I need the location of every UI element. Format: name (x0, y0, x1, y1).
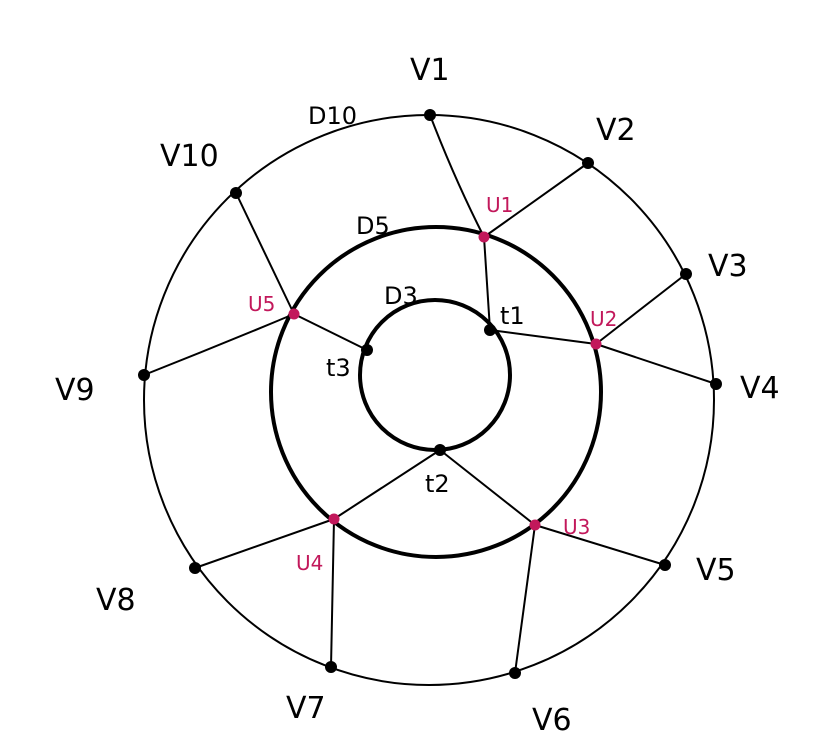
vertex-label-u3: U3 (563, 515, 590, 539)
vertex-label-v8: V8 (96, 583, 136, 618)
vertex-dot-v5 (659, 559, 671, 571)
vertex-label-v1: V1 (410, 53, 450, 88)
ring-label-outer: D10 (308, 102, 357, 130)
edge-u3-t2 (439, 449, 536, 526)
edge-v7-u4 (330, 518, 335, 668)
edge-u1-t1 (483, 236, 491, 331)
edge-v6-u3 (514, 524, 536, 674)
vertex-dot-v9 (138, 369, 150, 381)
edge-v4-u2 (595, 343, 717, 385)
edge-v8-u4 (194, 518, 335, 569)
ring-label-inner: D3 (384, 282, 418, 310)
edge-v3-u2 (595, 273, 687, 345)
vertex-dot-v8 (189, 562, 201, 574)
vertex-dot-u5 (288, 308, 300, 320)
vertex-dot-v2 (582, 157, 594, 169)
vertex-label-v10: V10 (160, 139, 219, 174)
edge-u2-t1 (489, 329, 597, 345)
vertex-dot-t2 (434, 444, 446, 456)
edge-u5-t3 (293, 313, 368, 351)
vertex-label-u1: U1 (486, 193, 513, 217)
vertex-label-t1: t1 (500, 302, 525, 330)
ring-label-middle: D5 (356, 212, 390, 240)
ring-outer (143, 114, 715, 686)
vertex-dots-layer (138, 109, 722, 679)
vertex-dot-u1 (478, 231, 490, 243)
vertex-dot-v1 (424, 109, 436, 121)
vertex-label-u5: U5 (248, 292, 275, 316)
vertex-label-u2: U2 (590, 307, 617, 331)
vertex-dot-v10 (230, 187, 242, 199)
vertex-dot-u4 (328, 513, 340, 525)
vertex-label-v2: V2 (596, 113, 636, 148)
vertex-dot-v6 (509, 667, 521, 679)
edge-v9-u5 (143, 313, 295, 376)
edge-v1-u1 (429, 114, 485, 238)
vertex-dot-v3 (680, 268, 692, 280)
vertex-label-t2: t2 (425, 470, 450, 498)
vertex-dot-v7 (325, 661, 337, 673)
edge-v2-u1 (483, 162, 589, 238)
vertex-dot-t3 (361, 344, 373, 356)
vertex-label-v9: V9 (55, 373, 95, 408)
vertex-dot-u2 (590, 338, 602, 350)
vertex-dot-t1 (484, 324, 496, 336)
vertex-dot-u3 (529, 519, 541, 531)
vertex-label-v3: V3 (708, 249, 748, 284)
edge-u4-t2 (333, 449, 441, 520)
edges-layer (143, 114, 717, 674)
edge-v10-u5 (235, 192, 295, 315)
ring-inner (358, 298, 512, 452)
vertex-label-v4: V4 (740, 371, 780, 406)
vertex-dot-v4 (710, 378, 722, 390)
vertex-label-v7: V7 (286, 691, 326, 726)
vertex-label-t3: t3 (326, 354, 351, 382)
edge-v5-u3 (534, 524, 666, 566)
vertex-label-v5: V5 (696, 553, 736, 588)
ring-middle (269, 225, 603, 559)
vertex-label-u4: U4 (296, 551, 323, 575)
vertex-label-v6: V6 (532, 703, 572, 738)
